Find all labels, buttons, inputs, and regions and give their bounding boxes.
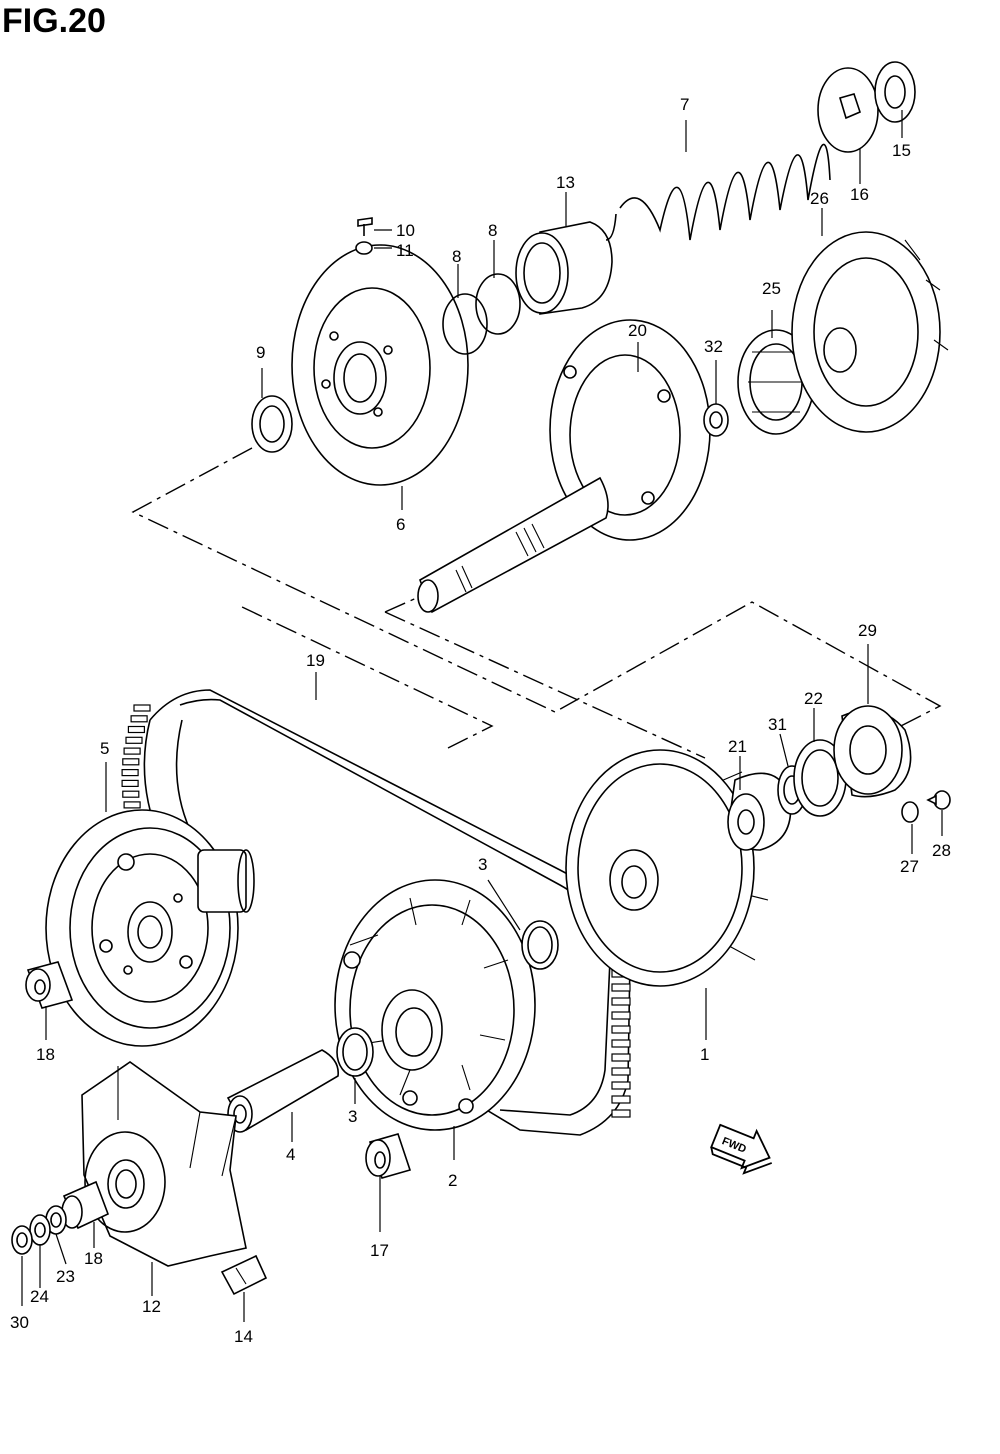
callout-32: 32 (704, 337, 723, 356)
belt-tooth (125, 736, 143, 744)
callout-6: 6 (396, 515, 405, 534)
figure-title: FIG.20 (2, 2, 106, 40)
sliding-driven-face (291, 244, 469, 486)
bolt-28 (926, 790, 951, 810)
callout-25: 25 (762, 279, 781, 298)
callout-5: 5 (100, 739, 109, 758)
callout-1: 1 (700, 1045, 709, 1064)
nut-15 (874, 61, 916, 123)
bushing-17 (365, 1133, 412, 1179)
callout-2: 2 (448, 1171, 457, 1190)
callout-15: 15 (892, 141, 911, 160)
belt-tooth (123, 801, 141, 809)
sleeve-collar (226, 1049, 339, 1133)
belt-tooth (611, 1025, 631, 1034)
callout-9: 9 (256, 343, 265, 362)
callout-7: 7 (680, 95, 689, 114)
belt-tooth (611, 1067, 631, 1076)
clutch-shoe-26 (791, 231, 949, 433)
callout-29: 29 (858, 621, 877, 640)
callout-18-lower: 18 (84, 1249, 103, 1268)
callout-13: 13 (556, 173, 575, 192)
callout-8-a: 8 (488, 221, 497, 240)
callout-28: 28 (932, 841, 951, 860)
leader-lines (21, 110, 943, 1322)
washer-27 (901, 801, 919, 823)
cam-plate (81, 1061, 247, 1267)
callout-20: 20 (628, 321, 647, 340)
belt-tooth (611, 1053, 631, 1062)
compression-spring (605, 143, 831, 241)
callout-31: 31 (768, 715, 787, 734)
belt-tooth (611, 1081, 631, 1090)
callout-16: 16 (850, 185, 869, 204)
callout-14: 14 (234, 1327, 253, 1346)
belt-tooth (611, 997, 631, 1006)
callout-27: 27 (900, 857, 919, 876)
bearing-29 (833, 705, 912, 798)
belt-tooth (123, 747, 141, 755)
seal-ring-3-upper (521, 920, 559, 970)
belt-tooth (611, 1011, 631, 1020)
callout-26: 26 (810, 189, 829, 208)
o-ring-8-b (475, 273, 521, 335)
o-ring-8-a (442, 293, 488, 355)
callout-22: 22 (804, 689, 823, 708)
belt-tooth (122, 758, 140, 766)
guide-collar-13 (515, 221, 613, 315)
belt-tooth (133, 704, 151, 712)
belt-tooth (127, 725, 145, 734)
driven-face (45, 809, 255, 1047)
belt-tooth (611, 983, 631, 992)
callout-3-upper: 3 (478, 855, 487, 874)
callout-8-b: 8 (452, 247, 461, 266)
pin-10 (357, 217, 373, 236)
callout-18-left: 18 (36, 1045, 55, 1064)
forward-direction-indicator: FWD (710, 1123, 773, 1175)
callout-24: 24 (30, 1287, 49, 1306)
belt-tooth (611, 1095, 631, 1104)
callout-17: 17 (370, 1241, 389, 1260)
callout-10: 10 (396, 221, 415, 240)
callout-12: 12 (142, 1297, 161, 1316)
o-ring-11 (355, 241, 373, 255)
callout-30: 30 (10, 1313, 29, 1332)
belt-tooth (611, 1039, 631, 1048)
belt-tooth (611, 1109, 631, 1118)
callout-21: 21 (728, 737, 747, 756)
callout-23: 23 (56, 1267, 75, 1286)
belt-tooth (122, 790, 140, 798)
callout-19: 19 (306, 651, 325, 670)
belt-tooth (130, 715, 148, 723)
driven-pulley-shaft (417, 319, 711, 614)
seal-ring-3-lower (336, 1027, 374, 1077)
oil-seal-9 (251, 395, 293, 453)
belt-tooth (121, 779, 139, 788)
callout-labels: 1 2 3 3 4 5 6 7 8 8 9 10 11 12 13 14 15 … (10, 95, 951, 1346)
bearing-bush-18-left (25, 961, 74, 1009)
slider-piece (220, 1254, 268, 1296)
belt-tooth (121, 768, 139, 777)
nut-32 (703, 403, 729, 437)
spring-seat-16 (817, 67, 879, 153)
movable-drive-face (334, 879, 536, 1131)
callout-11: 11 (396, 241, 414, 260)
fixed-drive-face (565, 749, 769, 987)
callout-3-lower: 3 (348, 1107, 357, 1126)
nut-washer-stack (11, 1180, 110, 1255)
spacer-21 (727, 772, 792, 851)
callout-4: 4 (286, 1145, 295, 1164)
